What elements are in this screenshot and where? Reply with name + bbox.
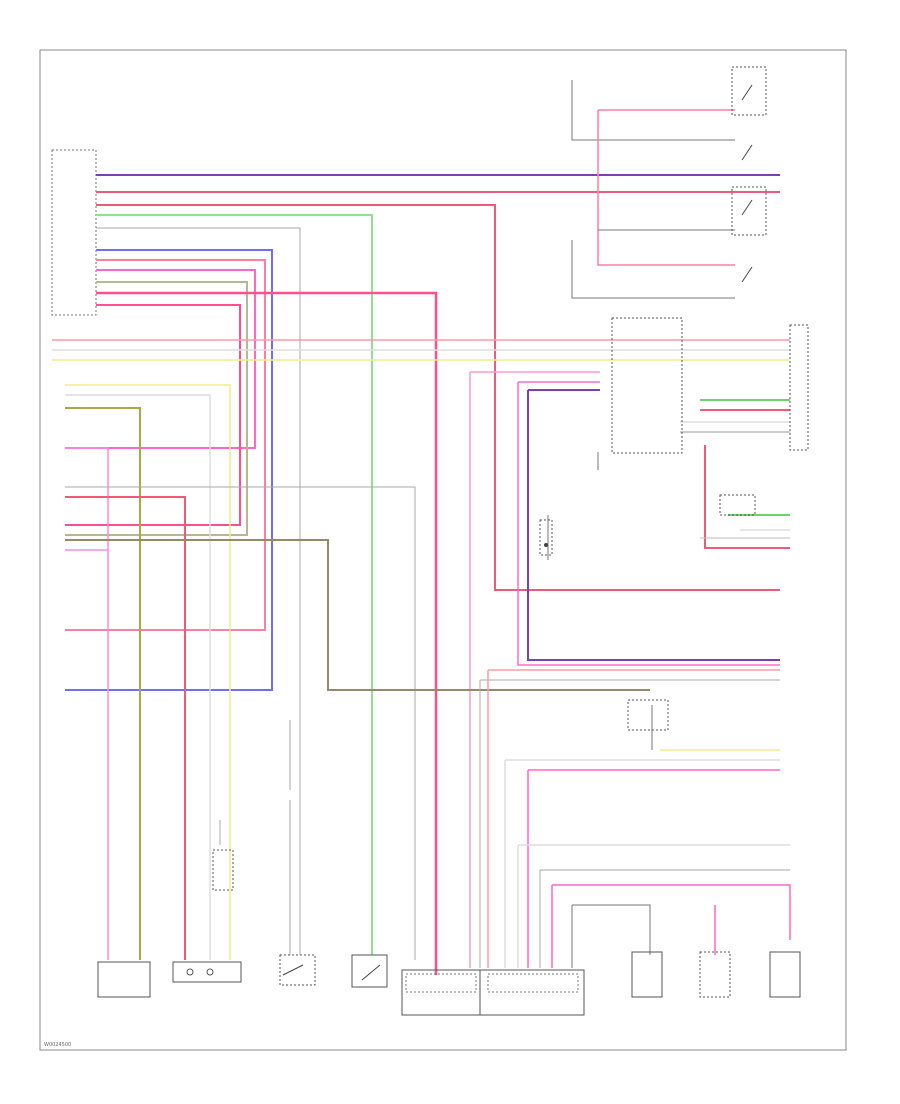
sub-connector: [719, 494, 756, 516]
footer-code: W0024500: [44, 1042, 71, 1048]
door-lock-switch-4: [741, 266, 753, 283]
left-door-switch-connector: [51, 149, 97, 316]
door-lock-actuator-1: [631, 951, 663, 998]
door-lock-switch-1: [731, 66, 767, 116]
diagram-border: [39, 49, 847, 1051]
central-lock-module: [611, 317, 683, 454]
fuel-lid-relay: [212, 849, 234, 891]
door-lock-actuator-3: [769, 951, 801, 998]
trunk-lid-opener: [172, 961, 242, 983]
door-lock-switch-3: [731, 186, 767, 236]
door-unlock-switch: [279, 954, 316, 986]
fuel-lid-opener: [97, 961, 151, 998]
rear-door-switch: [351, 954, 388, 988]
junction-box: [401, 969, 585, 1016]
door-lock-switch-2: [741, 144, 753, 161]
lock-position-switch: [627, 699, 669, 731]
key-cylinder-switch: [539, 519, 553, 556]
right-connector: [789, 324, 809, 451]
door-lock-actuator-2: [699, 951, 731, 998]
wires: [52, 80, 791, 975]
